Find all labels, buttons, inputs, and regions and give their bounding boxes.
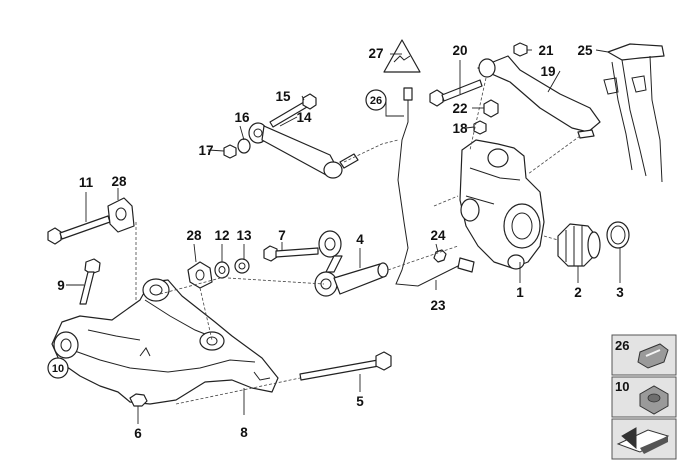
ref-line xyxy=(469,77,487,151)
callout-1[interactable]: 1 xyxy=(516,285,524,300)
key-item-26-number: 26 xyxy=(615,338,629,353)
bolt-20[interactable] xyxy=(429,79,483,107)
ref-line xyxy=(433,195,459,207)
callout-17[interactable]: 17 xyxy=(198,143,213,158)
callout-3[interactable]: 3 xyxy=(616,285,624,300)
arrow-icon xyxy=(616,427,670,454)
wheel-carrier-1[interactable] xyxy=(459,139,545,270)
callout-25[interactable]: 25 xyxy=(577,43,593,58)
bolt-7[interactable] xyxy=(263,245,319,262)
callout-10-circled[interactable]: 10 xyxy=(47,357,69,379)
ref-line xyxy=(159,275,229,295)
callout-11[interactable]: 11 xyxy=(79,175,94,190)
callout-26-circled[interactable]: 26 xyxy=(365,89,387,111)
bolt-15[interactable] xyxy=(269,93,317,128)
ref-line xyxy=(527,135,581,175)
ref-line xyxy=(387,245,459,271)
callout-5[interactable]: 5 xyxy=(356,394,364,409)
callout-13[interactable]: 13 xyxy=(236,228,252,243)
callout-16[interactable]: 16 xyxy=(234,110,250,125)
callout-19[interactable]: 19 xyxy=(540,64,555,79)
ref-line xyxy=(227,277,325,285)
callout-22[interactable]: 22 xyxy=(452,101,467,116)
callout-6[interactable]: 6 xyxy=(134,426,142,441)
bracket-25[interactable] xyxy=(603,43,665,183)
callout-14[interactable]: 14 xyxy=(296,110,312,125)
callout-10: 10 xyxy=(52,363,64,375)
callout-23[interactable]: 23 xyxy=(430,298,446,313)
callout-9[interactable]: 9 xyxy=(57,278,65,293)
nut-17[interactable] xyxy=(223,144,237,159)
ring-13[interactable] xyxy=(234,258,250,274)
callout-12[interactable]: 12 xyxy=(214,228,229,243)
callout-4[interactable]: 4 xyxy=(356,232,364,247)
callout-2[interactable]: 2 xyxy=(574,285,582,300)
circlip-3[interactable] xyxy=(606,221,630,249)
ref-line xyxy=(343,139,399,163)
key-item-10-number: 10 xyxy=(615,379,629,394)
key-panel-item-10[interactable] xyxy=(611,376,677,418)
key-panel: 26 10 xyxy=(611,334,677,460)
callout-28-lower[interactable]: 28 xyxy=(186,228,202,243)
washer-12[interactable] xyxy=(214,261,230,279)
callout-27[interactable]: 27 xyxy=(368,46,383,61)
bolt-11[interactable] xyxy=(47,215,111,245)
control-arm-14[interactable] xyxy=(248,122,359,179)
ref-line xyxy=(199,287,213,341)
bearing-2[interactable] xyxy=(557,223,601,267)
nut-18[interactable] xyxy=(473,120,487,135)
ref-line xyxy=(175,377,301,405)
clip-icon xyxy=(637,343,669,369)
nut-icon xyxy=(639,385,669,415)
warning-triangle-icon xyxy=(383,39,421,73)
nut-6[interactable] xyxy=(129,393,148,407)
link-rod-4[interactable] xyxy=(314,230,389,297)
rubber-mount-28-upper[interactable] xyxy=(107,197,135,233)
ref-line xyxy=(543,235,559,241)
bolt-5[interactable] xyxy=(299,351,392,381)
wishbone-19[interactable] xyxy=(477,55,601,139)
callout-28-upper[interactable]: 28 xyxy=(111,174,127,189)
washer-16[interactable] xyxy=(237,138,251,154)
callout-8[interactable]: 8 xyxy=(240,425,248,440)
leader-lines xyxy=(66,49,621,424)
callout-24[interactable]: 24 xyxy=(430,228,446,243)
nut-21[interactable] xyxy=(513,42,528,57)
callout-26: 26 xyxy=(370,95,382,107)
callout-7[interactable]: 7 xyxy=(278,228,286,243)
callout-15[interactable]: 15 xyxy=(275,89,291,104)
bush-22[interactable] xyxy=(483,99,499,118)
callout-20[interactable]: 20 xyxy=(452,43,467,58)
bolt-9[interactable] xyxy=(79,258,101,305)
callouts: 1 2 3 4 5 6 7 8 9 11 12 13 14 15 16 17 1… xyxy=(47,43,624,441)
callout-21[interactable]: 21 xyxy=(538,43,554,58)
sensor-lead-23[interactable] xyxy=(395,87,475,287)
rubber-mount-28-lower[interactable] xyxy=(187,261,213,289)
rear-axle-carrier[interactable] xyxy=(51,278,279,405)
callout-18[interactable]: 18 xyxy=(452,121,468,136)
